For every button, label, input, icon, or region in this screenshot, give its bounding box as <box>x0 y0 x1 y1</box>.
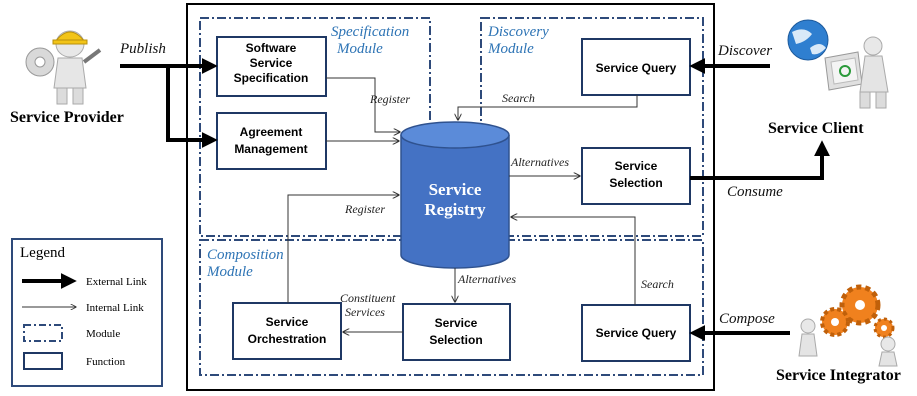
specification-module <box>199 17 431 237</box>
service-query-top-box: Service Query <box>581 38 691 96</box>
publish-label: Publish <box>119 41 166 57</box>
legend-external-link-label: External Link <box>86 276 147 288</box>
consume-link <box>690 140 830 180</box>
register-link-orchestration <box>287 195 399 303</box>
search-link-top <box>458 95 638 120</box>
discover-label: Discover <box>717 43 772 59</box>
compose-label: Compose <box>719 311 775 327</box>
service-integrator-gears-icon <box>798 284 898 367</box>
svg-text:Service Query: Service Query <box>596 61 677 75</box>
service-client-globe-laptop-icon <box>787 19 889 109</box>
service-provider-worker-icon <box>25 30 102 105</box>
legend-function-label: Function <box>86 356 126 368</box>
publish-link-agreement <box>166 66 218 148</box>
legend-module-swatch <box>23 324 63 342</box>
search-label-top: Search <box>502 91 535 105</box>
legend-internal-link-label: Internal Link <box>86 302 144 314</box>
service-client-label: Service Client <box>768 120 864 137</box>
search-label-bottom: Search <box>641 277 674 291</box>
service-integrator-label: Service Integrator <box>776 367 901 384</box>
legend-function-swatch <box>23 352 63 370</box>
legend: Legend External Link Internal Link Modul… <box>11 238 163 387</box>
register-label-top: Register <box>369 92 410 106</box>
service-provider-label: Service Provider <box>10 109 124 126</box>
alternatives-label-bottom: Alternatives <box>457 272 516 286</box>
legend-title: Legend <box>20 245 65 261</box>
service-query-bottom-box: Service Query <box>581 304 691 362</box>
legend-module-label: Module <box>86 328 120 340</box>
register-link-spec <box>326 77 400 132</box>
register-label-bottom: Register <box>344 202 385 216</box>
svg-text:Service Query: Service Query <box>596 326 677 340</box>
alternatives-label-top: Alternatives <box>510 155 569 169</box>
search-link-bottom <box>511 217 636 305</box>
consume-label: Consume <box>727 184 783 200</box>
